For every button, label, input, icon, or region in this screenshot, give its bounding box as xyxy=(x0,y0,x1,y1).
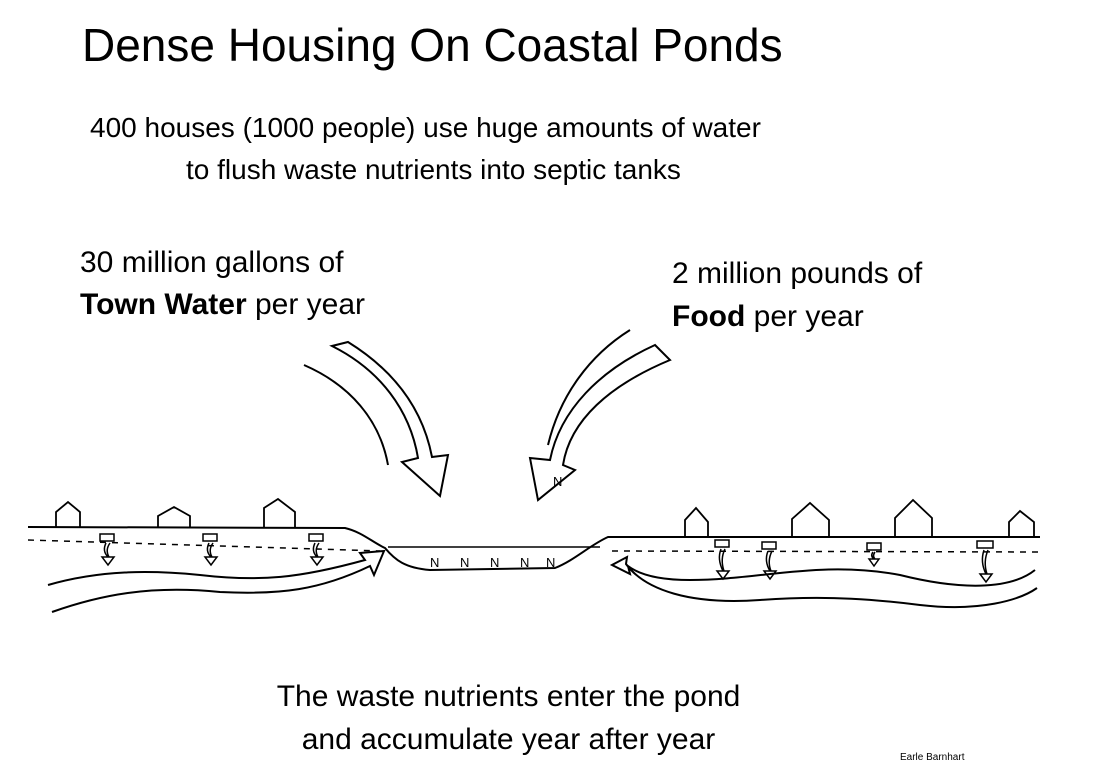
septic-tanks xyxy=(99,533,994,584)
svg-text:N: N xyxy=(546,555,555,570)
svg-text:N: N xyxy=(460,555,469,570)
svg-text:N: N xyxy=(490,555,499,570)
water-input-line-1: 30 million gallons of xyxy=(80,246,344,279)
conclusion-line-1: The waste nutrients enter the pond xyxy=(276,680,741,713)
svg-text:N: N xyxy=(430,555,439,570)
page-title: Dense Housing On Coastal Ponds xyxy=(82,19,783,71)
food-arrow xyxy=(528,329,672,502)
houses xyxy=(55,497,1035,537)
right-groundwater-flow-arrow xyxy=(609,555,1038,609)
water-input-rest: per year xyxy=(246,288,366,321)
water-table-right xyxy=(611,550,1041,553)
water-table-left xyxy=(27,539,381,552)
food-input-rest: per year xyxy=(745,300,864,333)
food-input-line-1: 2 million pounds of xyxy=(672,257,923,290)
pond-nutrients: N N N N N xyxy=(430,555,555,570)
subtitle-line-1: 400 houses (1000 people) use huge amount… xyxy=(90,112,761,143)
food-input-bold: Food xyxy=(672,300,746,333)
town-water-arrow xyxy=(303,340,450,498)
food-input-line-2: Food per year xyxy=(672,300,864,334)
left-groundwater-flow-arrow xyxy=(47,549,386,613)
svg-text:N: N xyxy=(520,555,529,570)
left-ground xyxy=(27,526,1040,572)
water-input-bold: Town Water xyxy=(80,288,247,321)
water-input-line-2: Town Water per year xyxy=(80,288,365,322)
food-arrow-n-label: N xyxy=(553,474,562,489)
author-credit: Earle Barnhart xyxy=(900,752,965,763)
conclusion-line-2: and accumulate year after year xyxy=(301,723,716,756)
subtitle-line-2: to flush waste nutrients into septic tan… xyxy=(186,154,681,185)
